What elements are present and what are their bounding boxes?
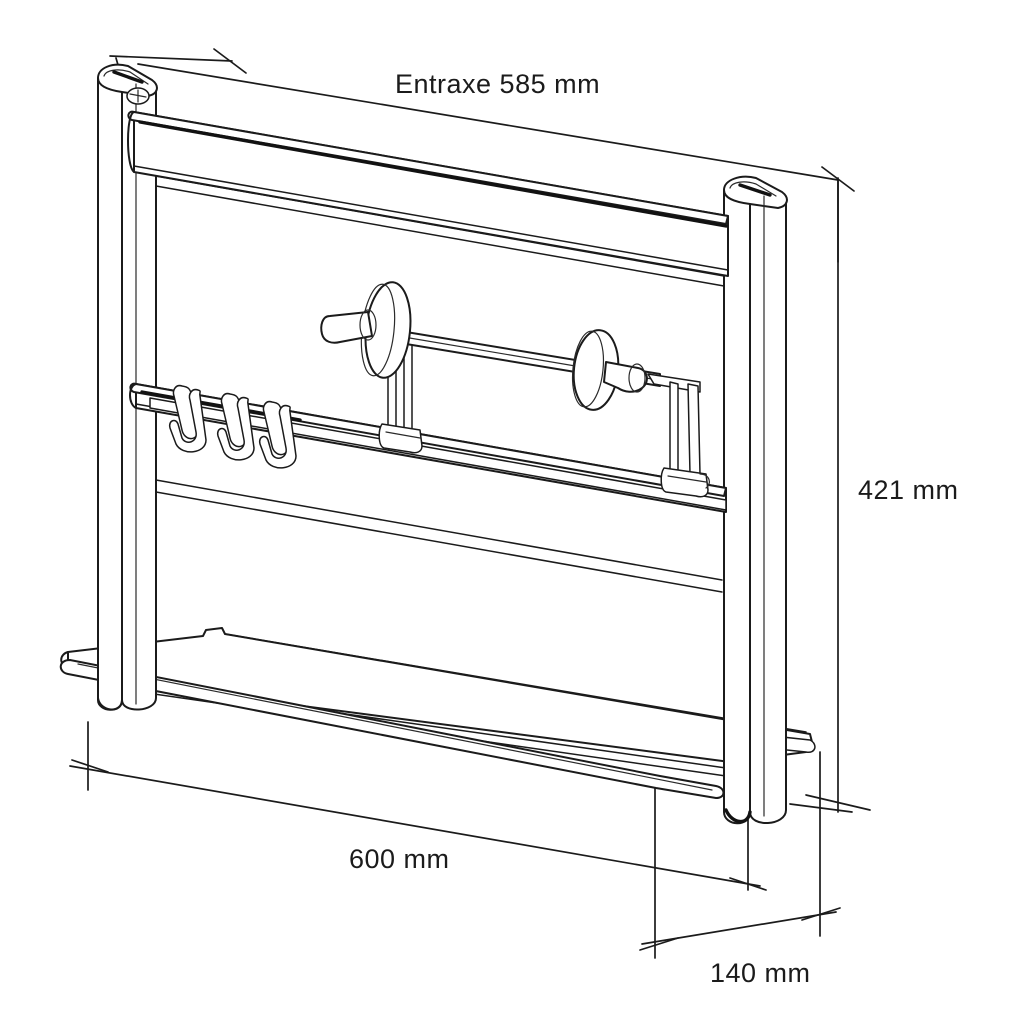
s-hook-2 <box>216 392 255 461</box>
dimension-label-entraxe: Entraxe 585 mm <box>395 69 600 99</box>
left-post-front-face <box>97 71 123 711</box>
shelf-rear-edge <box>224 633 807 733</box>
shelf-assembly <box>59 627 816 799</box>
roll-holder <box>320 281 710 498</box>
dimension-label-height: 421 mm <box>858 475 959 505</box>
left-post-cap-slot <box>112 70 144 84</box>
shelf-tube-highlight <box>77 663 713 791</box>
right-post-cap-inner <box>729 181 777 197</box>
frame-rear-line-lower-2 <box>155 491 723 593</box>
right-clamp-line <box>667 475 707 483</box>
dim-line-width <box>69 765 761 887</box>
roll-knob-left <box>320 311 373 344</box>
roll-bracket-left-clamp <box>378 423 423 454</box>
tick-right-width <box>729 877 767 891</box>
right-clamp-hook <box>699 473 710 489</box>
roll-disc-right <box>571 329 620 411</box>
roll-bracket-right-arm-back <box>669 381 679 479</box>
right-post-cap-slot <box>738 183 772 197</box>
right-post-foot-shadow <box>724 808 752 824</box>
frame-rear-line-upper <box>155 175 725 277</box>
hook-1-curve <box>168 388 207 453</box>
dimension-height-421 <box>789 179 871 813</box>
mid-rail-round-bar <box>149 397 727 511</box>
left-clamp-line <box>385 431 421 439</box>
tick-bottom-height <box>805 794 871 811</box>
hook-3-curve <box>258 404 297 469</box>
left-post-cap-inner <box>103 69 149 85</box>
hook-2-curve <box>216 396 255 461</box>
dim-leader-left <box>109 55 233 62</box>
ext-line-height-bottom <box>789 803 853 813</box>
tick-right-depth <box>801 907 841 921</box>
top-rail-left-cap <box>127 111 135 173</box>
top-rail-top-face <box>127 110 729 225</box>
frame-rear-line-lower <box>155 479 723 581</box>
dimension-depth-140 <box>639 751 841 959</box>
roll-bracket-right-arm <box>687 383 701 475</box>
s-hook-3 <box>258 400 297 469</box>
tick-left-width <box>71 759 109 773</box>
dimension-width-600 <box>69 721 767 891</box>
right-post-side-face <box>749 183 787 825</box>
dimension-label-depth: 140 mm <box>710 958 811 988</box>
mid-rail-left-cap <box>129 383 137 409</box>
top-rail <box>127 110 729 287</box>
right-post <box>723 175 788 825</box>
left-post-foot <box>97 697 123 711</box>
mount-screw-icon <box>126 87 150 105</box>
right-post-front-face <box>723 183 751 825</box>
mid-rail <box>129 382 727 593</box>
frame-rear-line-upper-2 <box>155 185 725 287</box>
dim-line-depth <box>641 911 837 945</box>
hook-group <box>168 384 297 469</box>
shelf-front-tube <box>59 659 725 799</box>
top-rail-bottom-fold <box>133 165 729 271</box>
tick-right-entraxe <box>821 166 855 192</box>
s-hook-1 <box>168 384 207 453</box>
tick-left-depth <box>639 937 679 951</box>
roll-bracket-right-clamp <box>660 467 709 498</box>
top-rail-accent <box>138 120 728 228</box>
dimension-label-width: 600 mm <box>349 844 450 874</box>
dim-line-entraxe <box>137 63 839 181</box>
